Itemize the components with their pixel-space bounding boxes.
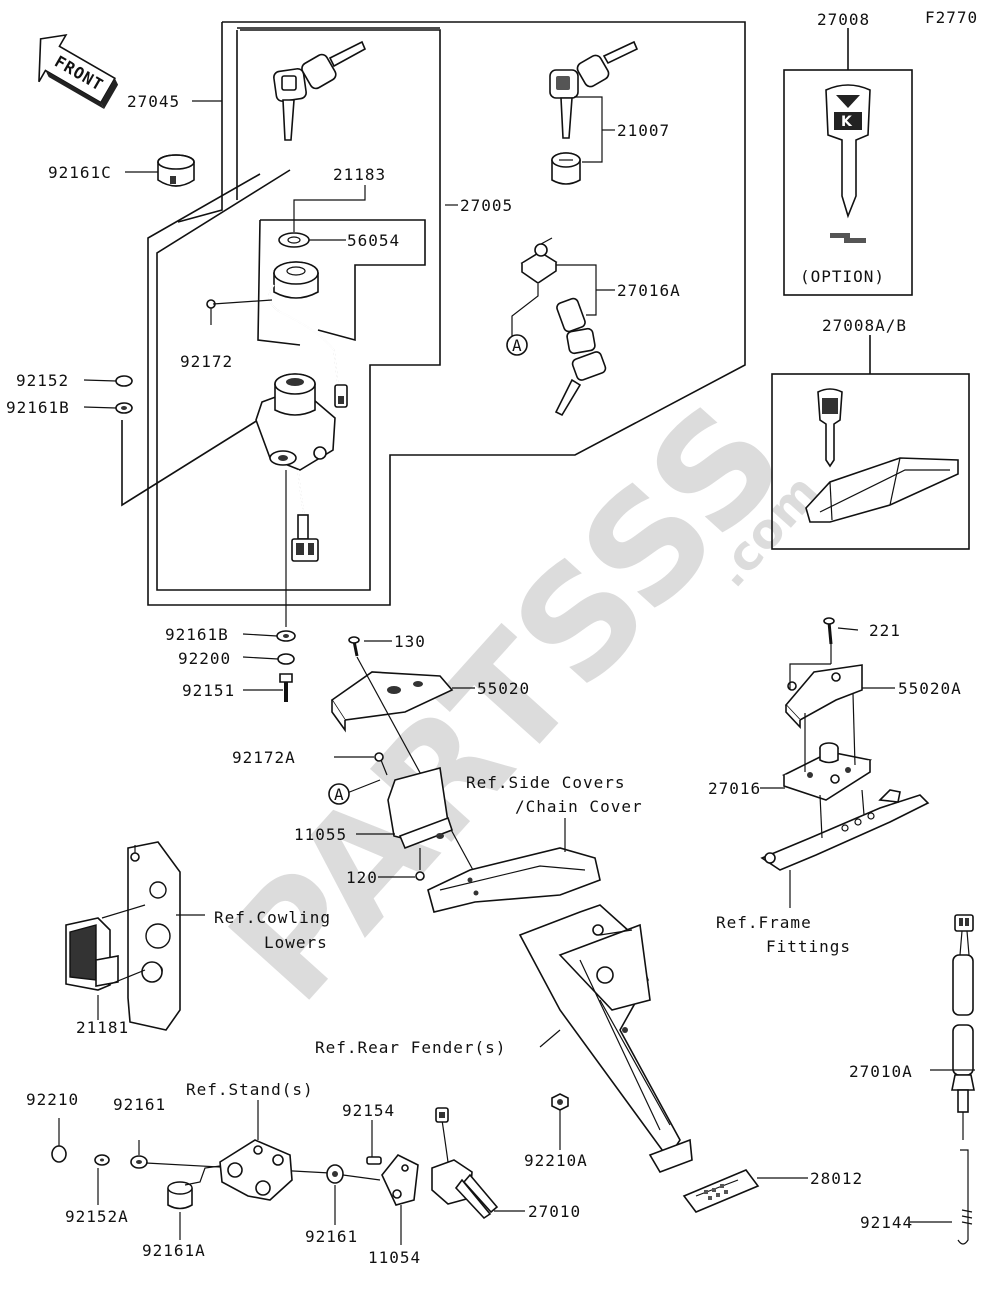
- ref-side-covers: Ref.Side Covers: [466, 773, 626, 792]
- key-blank-box: [771, 335, 970, 550]
- frame-bracket: [760, 789, 930, 871]
- callout-92152: 92152: [16, 371, 69, 390]
- side-cover: [427, 818, 601, 913]
- cover-55020: [330, 636, 474, 871]
- callout-92144: 92144: [860, 1213, 913, 1232]
- rear-fender-bracket: [518, 904, 693, 1173]
- callout-labels: 27045 92161C 21183 56054 27005 21007 270…: [6, 10, 962, 1267]
- callout-92161a: 92161A: [142, 1241, 206, 1260]
- callout-92172: 92172: [180, 352, 233, 371]
- ref-lowers: Lowers: [264, 933, 328, 952]
- callout-120: 120: [346, 868, 378, 887]
- callout-27016a: 27016A: [617, 281, 681, 300]
- option-key-box: K (OPTION): [783, 28, 913, 296]
- callout-92161c: 92161C: [48, 163, 112, 182]
- bracket-11055: [341, 752, 454, 881]
- switch-27010a: [951, 914, 975, 1245]
- callout-21183: 21183: [333, 165, 386, 184]
- switch-housing: [268, 261, 348, 408]
- reference-labels: Ref.Side Covers /Chain Cover Ref.Cowling…: [186, 773, 851, 1099]
- callout-92200: 92200: [178, 649, 231, 668]
- nut-92210a: [551, 1093, 569, 1150]
- leader-lines: [58, 100, 975, 1245]
- callout-11054: 11054: [368, 1248, 421, 1267]
- group-outlines: [121, 21, 746, 606]
- bracket-21181: [65, 841, 181, 1031]
- option-label: (OPTION): [800, 267, 885, 286]
- callout-27010a: 27010A: [849, 1062, 913, 1081]
- callout-92210a: 92210A: [524, 1151, 588, 1170]
- lock-plate-55020a: [784, 617, 863, 730]
- callout-21007: 21007: [617, 121, 670, 140]
- callout-221: 221: [869, 621, 901, 640]
- callout-28012: 28012: [810, 1169, 863, 1188]
- ref-rear-fender: Ref.Rear Fender(s): [315, 1038, 506, 1057]
- callout-27008: 27008: [817, 10, 870, 29]
- front-arrow: FRONT: [38, 33, 119, 109]
- callout-92152a: 92152A: [65, 1207, 129, 1226]
- ref-cowling: Ref.Cowling: [214, 908, 331, 927]
- callout-92154: 92154: [342, 1101, 395, 1120]
- ref-chain-cover: /Chain Cover: [515, 797, 643, 816]
- callout-92161-left: 92161: [113, 1095, 166, 1114]
- callout-130: 130: [394, 632, 426, 651]
- svg-text:A: A: [512, 336, 523, 355]
- ref-stand: Ref.Stand(s): [186, 1080, 314, 1099]
- ref-frame: Ref.Frame: [716, 913, 812, 932]
- callout-55020: 55020: [477, 679, 530, 698]
- figure-code: F2770: [925, 8, 978, 27]
- reflector-28012: [682, 1169, 760, 1213]
- key-set-27045: [273, 40, 367, 141]
- callout-92161b-top: 92161B: [6, 398, 70, 417]
- lock-27016: [781, 693, 873, 801]
- callout-27005: 27005: [460, 196, 513, 215]
- callout-27010: 27010: [528, 1202, 581, 1221]
- callout-92172a: 92172A: [232, 748, 296, 767]
- logo-letter: K: [841, 114, 853, 130]
- cap-92161c: [157, 154, 195, 187]
- callout-11055: 11055: [294, 825, 347, 844]
- svg-text:A: A: [334, 785, 345, 804]
- callout-27045: 27045: [127, 92, 180, 111]
- ref-fittings: Fittings: [766, 937, 851, 956]
- callout-21181: 21181: [76, 1018, 129, 1037]
- callout-27016: 27016: [708, 779, 761, 798]
- stand-switch-assembly: [51, 1107, 499, 1220]
- callout-92161b-bottom: 92161B: [165, 625, 229, 644]
- lock-27016a: [511, 237, 607, 417]
- callout-92161-right: 92161: [305, 1227, 358, 1246]
- callout-56054: 56054: [347, 231, 400, 250]
- callout-27008ab: 27008A/B: [822, 316, 907, 335]
- callout-92151: 92151: [182, 681, 235, 700]
- marker-a-bottom: A: [328, 783, 350, 805]
- bolt-stack: [276, 470, 296, 702]
- callout-92210: 92210: [26, 1090, 79, 1109]
- ignition-switch: [255, 373, 336, 562]
- callout-55020a: 55020A: [898, 679, 962, 698]
- screw-92172: [206, 299, 273, 325]
- washer-92152: [115, 375, 133, 387]
- key-set-21007: [549, 40, 639, 185]
- marker-a-top: A: [506, 334, 528, 356]
